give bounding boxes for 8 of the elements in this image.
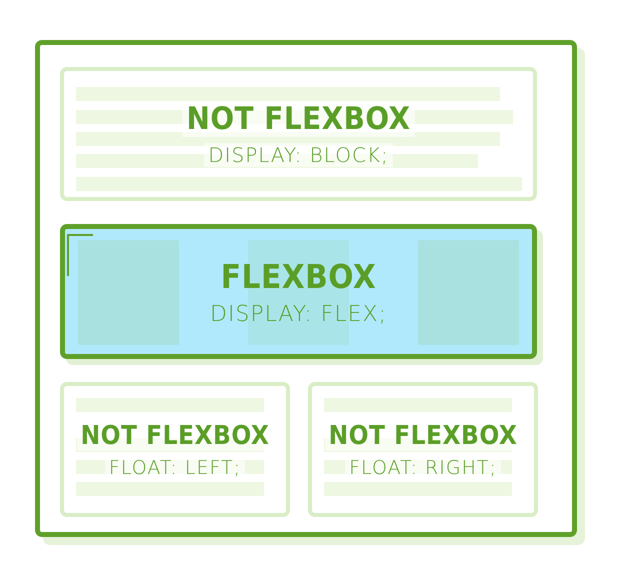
layout-box bbox=[60, 67, 537, 201]
box-heading: FLEXBOX bbox=[220, 256, 378, 296]
css-rule-text: DISPLAY: BLOCK; bbox=[204, 143, 393, 167]
layout-box bbox=[60, 382, 290, 517]
css-rule-text: DISPLAY: FLEX; bbox=[209, 302, 388, 326]
css-rule-text: FLOAT: RIGHT; bbox=[345, 456, 501, 478]
css-rule-text: FLOAT: LEFT; bbox=[104, 456, 246, 478]
layout-box bbox=[308, 382, 538, 517]
